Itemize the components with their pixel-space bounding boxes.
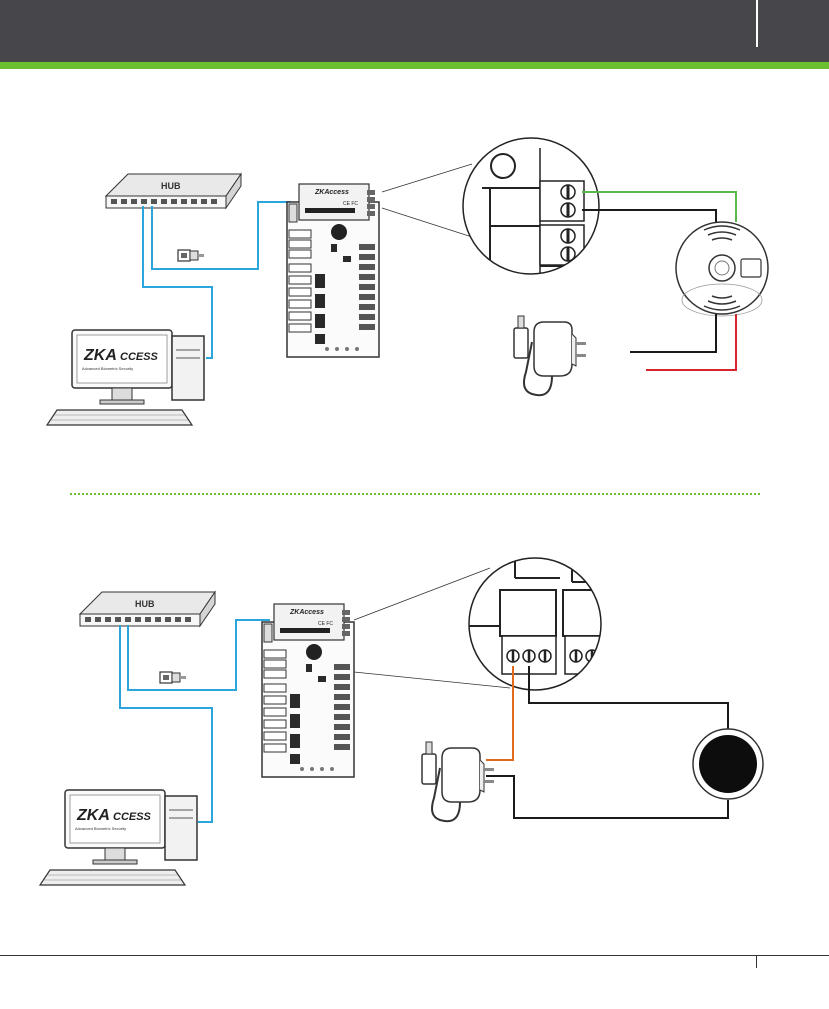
computer-logo-suffix: CCESS: [113, 811, 152, 823]
power-black-wire: [630, 314, 716, 352]
network-hub: HUB: [106, 174, 241, 208]
panel-brand: ZKAccess: [289, 609, 324, 616]
computer-logo-tagline: Advanced Biometric Security: [82, 366, 133, 371]
power-adapter: [514, 316, 586, 395]
network-plug-icon: [160, 672, 186, 683]
computer-logo-prefix: ZKA: [83, 347, 117, 364]
panel-cert: CE FC: [343, 201, 358, 207]
diagram-1-smoke-detector: HUB ZKA CCESS Advanced Biometric Securit…: [47, 138, 768, 425]
power-red-wire: [646, 314, 736, 370]
computer: ZKA CCESS Advanced Biometric Security: [47, 330, 204, 425]
terminal-zoom-circle: [463, 138, 600, 274]
terminal-zoom-circle: [469, 558, 605, 690]
panel-brand: ZKAccess: [314, 189, 349, 196]
footer-page-tick: [756, 955, 757, 968]
computer: ZKA CCESS Advanced Biometric Security: [40, 790, 197, 885]
power-black-wire: [486, 776, 728, 818]
diagram-2-exit-button: HUB ZKA CCESS Advanced Biometric Securit…: [40, 558, 763, 885]
exit-button: [693, 729, 763, 799]
access-control-panel: ZKAccess CE FC: [287, 184, 379, 357]
section-divider: [70, 493, 760, 495]
hub-label: HUB: [135, 599, 155, 609]
network-hub: HUB: [80, 592, 215, 626]
black-wire: [582, 210, 716, 228]
hub-label: HUB: [161, 181, 181, 191]
green-wire: [582, 192, 736, 222]
computer-logo-suffix: CCESS: [120, 351, 159, 363]
computer-logo-tagline: Advanced Biometric Security: [75, 826, 126, 831]
network-plug-icon: [178, 250, 204, 261]
access-control-panel: ZKAccess CE FC: [262, 604, 354, 777]
footer-rule: [0, 955, 829, 956]
panel-cert: CE FC: [318, 621, 333, 627]
computer-logo-prefix: ZKA: [76, 807, 110, 824]
smoke-detector: [676, 222, 768, 316]
power-adapter: [422, 742, 494, 821]
